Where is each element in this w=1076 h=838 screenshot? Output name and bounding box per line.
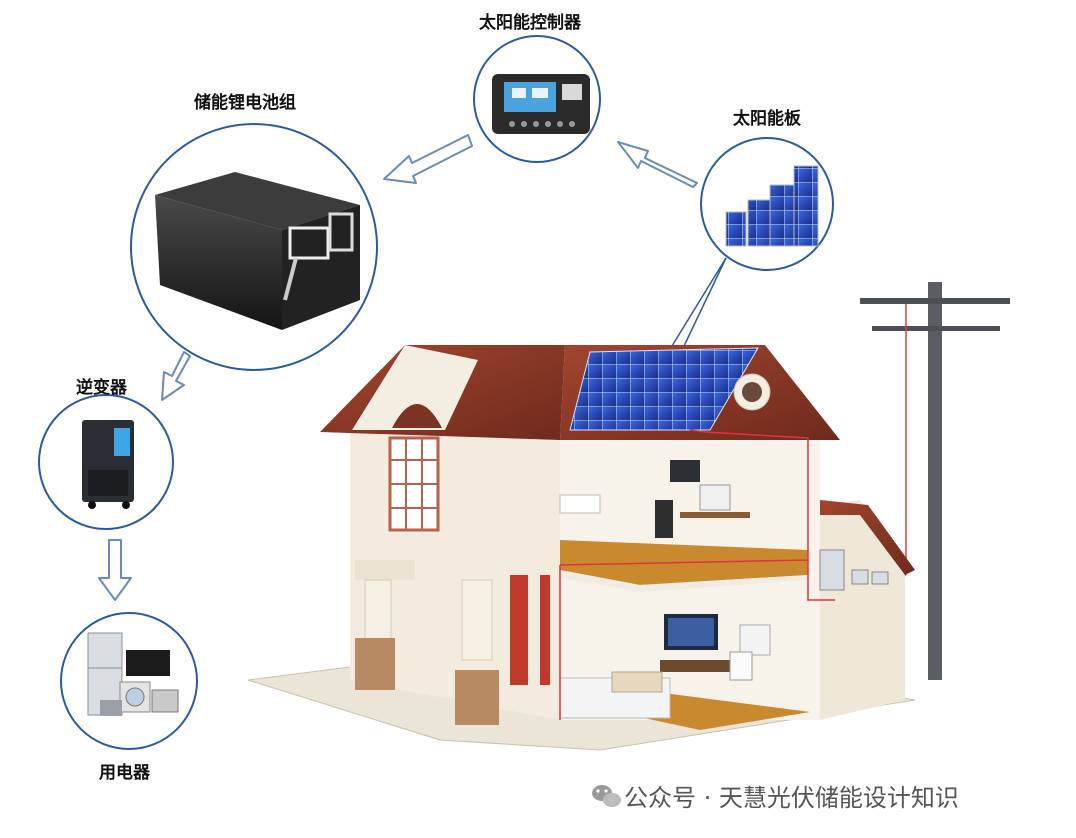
arrow-panel-to-controller <box>617 141 698 188</box>
solar-controller-icon <box>492 74 590 134</box>
panel-node <box>700 137 834 271</box>
utility-pole <box>860 282 1010 680</box>
arrow-battery-to-inverter <box>161 351 191 401</box>
panel-pointer <box>671 257 727 347</box>
battery-node <box>130 123 378 371</box>
arrow-inverter-to-appliances <box>98 539 132 601</box>
solar-panel-icon <box>725 165 819 247</box>
house-wiring <box>559 429 835 720</box>
house-illustration <box>247 345 916 751</box>
appliances-circle <box>60 612 198 750</box>
controller-node <box>473 35 601 163</box>
lithium-battery-icon <box>155 172 360 330</box>
appliances-label: 用电器 <box>99 763 150 783</box>
controller-label: 太阳能控制器 <box>479 13 581 33</box>
inverter-icon <box>82 420 134 509</box>
inverter-node <box>38 394 174 530</box>
appliances-node <box>60 612 198 750</box>
battery-label: 储能锂电池组 <box>194 93 296 113</box>
appliances-icon <box>87 632 179 716</box>
inverter-label: 逆变器 <box>76 378 127 398</box>
watermark-text: 公众号 · 天慧光伏储能设计知识 <box>624 784 959 812</box>
roof-solar-array <box>569 347 759 431</box>
wechat-logo-icon <box>592 785 621 807</box>
arrow-controller-to-battery <box>383 134 473 184</box>
panel-label: 太阳能板 <box>733 109 801 129</box>
